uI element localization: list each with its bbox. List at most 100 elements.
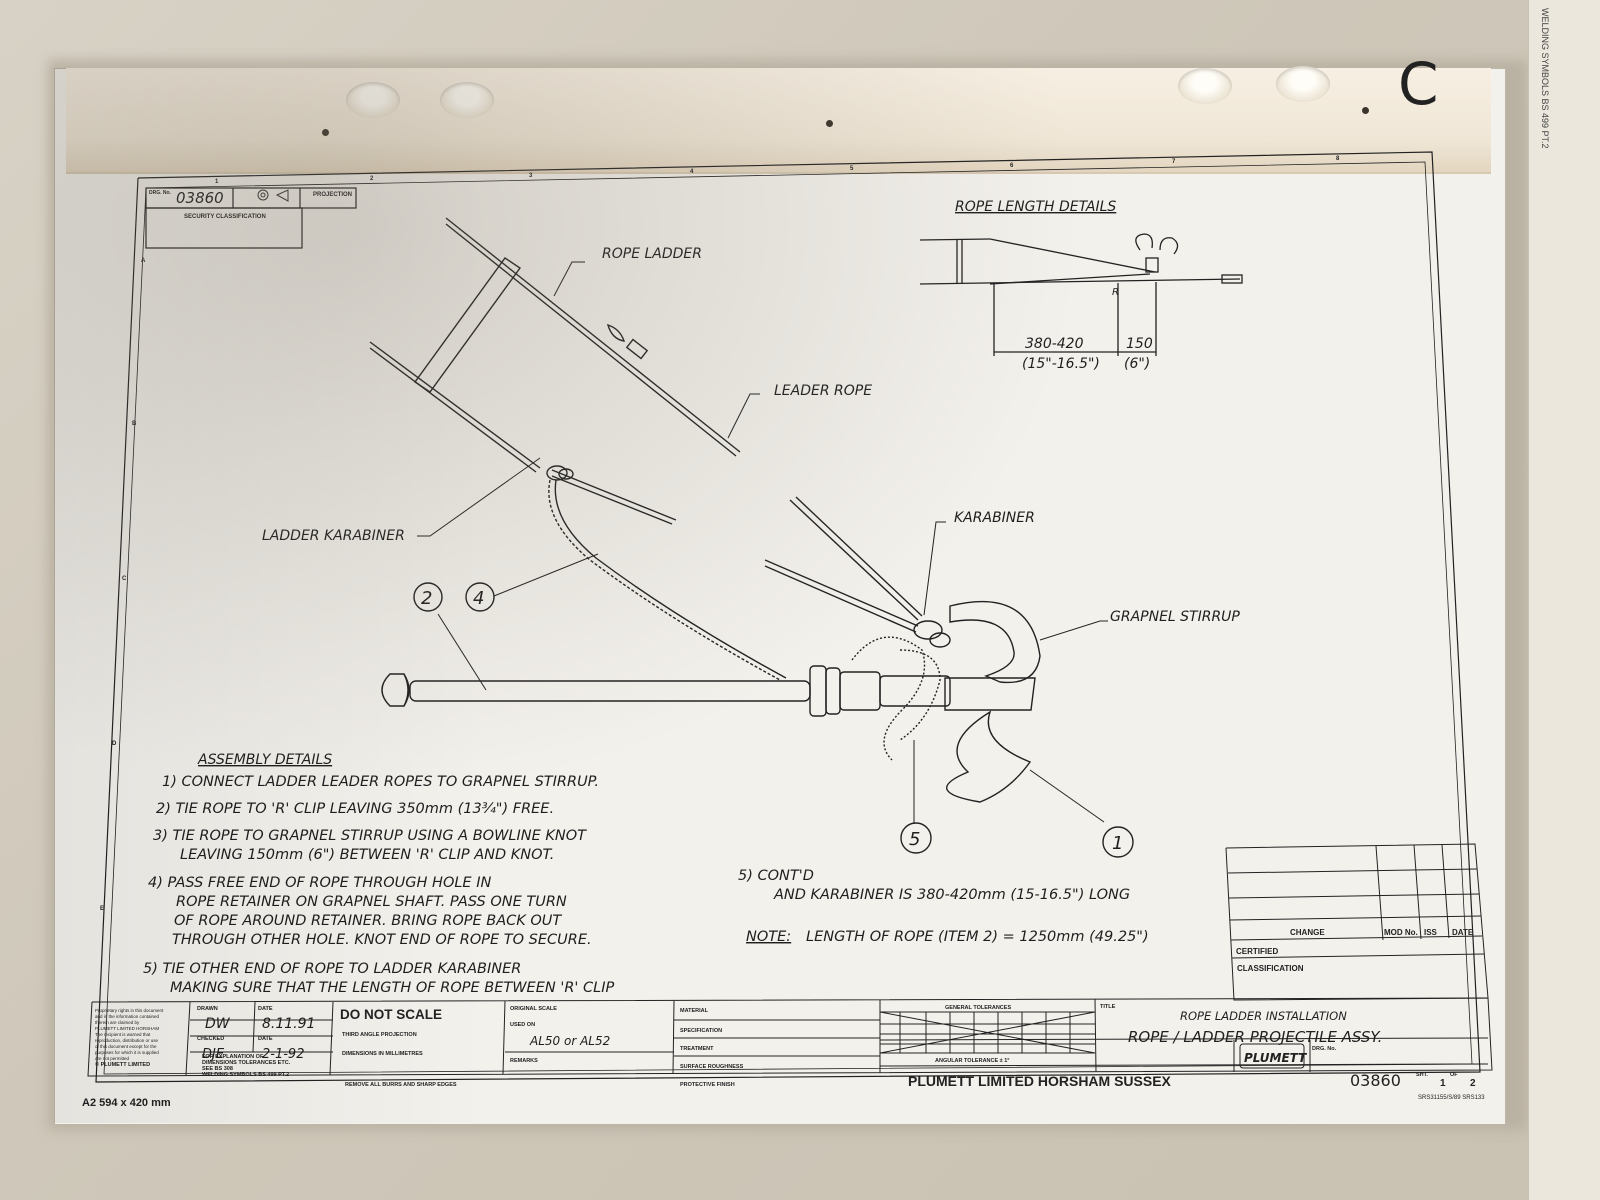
- ladder-karabiner-knot: [546, 465, 568, 481]
- date-header: DATE: [1452, 928, 1474, 937]
- classification-label: CLASSIFICATION: [1237, 964, 1304, 973]
- svg-text:2: 2: [370, 176, 374, 182]
- sheet-total: 2: [1470, 1078, 1476, 1089]
- mod-no-header: MOD No.: [1384, 928, 1418, 937]
- drawing-sheet: [54, 68, 1506, 1125]
- third-angle: THIRD ANGLE PROJECTION: [342, 1032, 417, 1038]
- rope-dim-1-in: (15"-16.5"): [1022, 356, 1100, 372]
- svg-text:5: 5: [850, 166, 854, 172]
- assembly-title: ASSEMBLY DETAILS: [197, 752, 332, 768]
- drg-no-label-bottom: DRG. No.: [1312, 1046, 1337, 1052]
- svg-text:D: D: [112, 741, 117, 747]
- note-text: LENGTH OF ROPE (ITEM 2) = 1250mm (49.25"…: [806, 929, 1149, 945]
- drawn-label: DRAWN: [197, 1006, 218, 1012]
- certified-label: CERTIFIED: [1236, 947, 1278, 956]
- grapnel-hook-lower: [946, 710, 1032, 803]
- adjacent-sheet-text: WELDING SYMBOLS BS 499 PT.2: [1540, 8, 1550, 149]
- original-scale-label: ORIGINAL SCALE: [510, 1006, 557, 1012]
- svg-text:3: 3: [529, 173, 533, 179]
- rope-dim-2-mm: 150: [1126, 336, 1153, 352]
- projectile-shaft: [409, 680, 811, 702]
- assembly-line: THROUGH OTHER HOLE. KNOT END OF ROPE TO …: [172, 932, 592, 948]
- do-not-scale: DO NOT SCALE: [340, 1007, 442, 1022]
- karabiner-label: KARABINER: [954, 510, 1035, 526]
- checked-by: DJE: [202, 1047, 225, 1062]
- karabiner: [913, 620, 943, 640]
- adjacent-sheet: [1528, 0, 1600, 1200]
- title-label: TITLE: [1100, 1004, 1116, 1010]
- proprietary-notice: Proprietary rights in this document and …: [95, 1008, 165, 1061]
- rope-ladder-rail: [369, 341, 541, 469]
- assembly-line: 3) TIE ROPE TO GRAPNEL STIRRUP USING A B…: [153, 828, 587, 844]
- item-4-label: 4: [473, 588, 484, 609]
- note-label: NOTE:: [746, 929, 791, 945]
- assembly-line: 4) PASS FREE END OF ROPE THROUGH HOLE IN: [148, 875, 491, 891]
- karabiner-leader-rope: [789, 499, 919, 621]
- iss-header: ISS: [1424, 928, 1438, 937]
- item-balloon-4: [465, 582, 495, 612]
- explanation-2: DIMENSIONS TOLERANCES ETC.: [202, 1060, 291, 1066]
- drawn-date-label: DATE: [258, 1006, 273, 1012]
- rivet-dot: [322, 129, 329, 136]
- specification-label: SPECIFICATION: [680, 1028, 722, 1034]
- grapnel-stirrup-label: GRAPNEL STIRRUP: [1110, 609, 1240, 625]
- item-balloon-2: [413, 582, 443, 612]
- border-numbers: 1 2 3 4 5 6 7 8: [215, 156, 1340, 185]
- sht-label: SHT.: [1416, 1072, 1428, 1078]
- assembly-line: OF ROPE AROUND RETAINER. BRING ROPE BACK…: [174, 913, 562, 929]
- material-label: MATERIAL: [680, 1008, 709, 1014]
- security-label: SECURITY CLASSIFICATION: [184, 214, 266, 220]
- svg-text:8: 8: [1336, 156, 1340, 162]
- assembly-line: 1) CONNECT LADDER LEADER ROPES TO GRAPNE…: [162, 774, 599, 790]
- svg-text:C: C: [122, 576, 127, 582]
- company-name: PLUMETT LIMITED HORSHAM SUSSEX: [908, 1073, 1172, 1089]
- of-label: OF: [1450, 1072, 1458, 1078]
- rivet-dot: [826, 120, 833, 127]
- drawn-date: 8.11.91: [262, 1016, 315, 1032]
- explanation-3: SEE BS 308: [202, 1066, 233, 1072]
- leader-rope: [551, 469, 677, 521]
- drawn-by: DW: [205, 1016, 231, 1032]
- sheet-size: A2 594 x 420 mm: [82, 1097, 171, 1109]
- rope-retainer: [809, 665, 827, 717]
- title-line-2: ROPE / LADDER PROJECTILE ASSY.: [1128, 1028, 1382, 1046]
- assembly-details: ASSEMBLY DETAILS 1) CONNECT LADDER LEADE…: [143, 752, 1149, 996]
- footer-ref: SRS31155/S/89 SRS133: [1418, 1095, 1485, 1101]
- item-2-label: 2: [421, 588, 432, 609]
- rope-dim-2-in: (6"): [1124, 356, 1150, 372]
- assembly-line: 5) TIE OTHER END OF ROPE TO LADDER KARAB…: [143, 961, 521, 977]
- projectile-end-cap: [381, 673, 409, 707]
- assembly-line: LEAVING 150mm (6") BETWEEN 'R' CLIP AND …: [180, 847, 554, 863]
- assembly-line: MAKING SURE THAT THE LENGTH OF ROPE BETW…: [170, 980, 614, 996]
- svg-text:4: 4: [690, 169, 694, 175]
- explanation-4: WELDING SYMBOLS BS 499 PT.2: [202, 1072, 289, 1078]
- change-block: [1225, 843, 1489, 1001]
- surface-label: SURFACE ROUGHNESS: [680, 1064, 744, 1070]
- dims-mm: DIMENSIONS IN MILLIMETRES: [342, 1051, 423, 1057]
- svg-text:E: E: [100, 906, 104, 912]
- explanation-1: FOR EXPLANATION OF: [202, 1054, 264, 1060]
- ladder-rung: [414, 257, 521, 393]
- svg-text:1: 1: [215, 179, 219, 185]
- svg-text:B: B: [132, 421, 137, 427]
- thimble: [606, 323, 626, 342]
- item-5-label: 5: [909, 829, 920, 850]
- assembly-cont-title: 5) CONT'D: [738, 868, 814, 884]
- item-1-label: 1: [1112, 833, 1123, 854]
- used-on-value: AL50 or AL52: [529, 1034, 610, 1048]
- item-balloon-1: [1102, 826, 1134, 858]
- checked-date-label: DATE: [258, 1036, 273, 1042]
- swivel: [625, 338, 649, 360]
- main-assembly-drawing: [369, 217, 1134, 858]
- checked-date: 2-1-92: [262, 1047, 304, 1062]
- title-block: [87, 997, 1493, 1077]
- projectile-rope: [548, 479, 781, 681]
- rope-length-title: ROPE LENGTH DETAILS: [955, 199, 1116, 215]
- border-letters: A B C D E: [100, 258, 146, 912]
- rope-length-diagram: [919, 233, 1243, 356]
- grapnel-hook-upper: [949, 600, 1041, 684]
- punch-hole: [440, 82, 494, 118]
- rivet-dot: [1362, 107, 1369, 114]
- punch-hole: [346, 82, 400, 118]
